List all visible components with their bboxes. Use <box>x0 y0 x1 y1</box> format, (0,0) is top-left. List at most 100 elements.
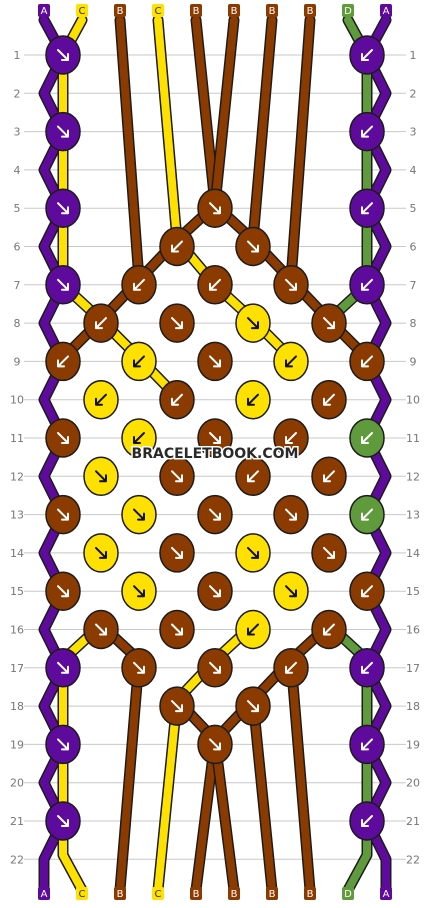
row-label-left: 22 <box>10 853 24 866</box>
svg-text:D: D <box>344 889 352 900</box>
knot <box>197 418 233 458</box>
arrow-down-left-icon <box>361 355 373 368</box>
arrow-down-right-icon <box>133 585 145 598</box>
arrow-down-left-icon <box>171 240 183 253</box>
arrow-down-right-icon <box>95 546 107 559</box>
knot <box>349 265 385 305</box>
row-label-right: 19 <box>406 738 420 751</box>
arrow-down-left-icon <box>133 432 145 444</box>
arrow-down-right-icon <box>247 317 259 330</box>
svg-text:C: C <box>155 6 162 17</box>
knot <box>83 456 119 497</box>
row-label-right: 8 <box>410 317 417 330</box>
knot <box>197 494 233 535</box>
arrow-down-right-icon <box>57 815 69 827</box>
bottom-string-letter: A <box>380 887 392 900</box>
knot <box>45 35 81 75</box>
knot <box>349 494 385 535</box>
top-string-letter: B <box>228 4 240 17</box>
bottom-string-letter: C <box>76 887 88 900</box>
arrow-down-right-icon <box>57 49 69 61</box>
knot <box>45 265 81 305</box>
top-string-letter: D <box>342 4 354 17</box>
arrow-down-right-icon <box>57 278 69 291</box>
knot <box>45 111 81 152</box>
knot <box>121 494 157 535</box>
arrow-down-right-icon <box>323 317 335 330</box>
arrow-down-left-icon <box>323 393 335 406</box>
arrow-down-right-icon <box>133 508 145 521</box>
arrow-down-right-icon <box>285 585 297 598</box>
knot <box>159 686 195 726</box>
svg-text:A: A <box>41 6 48 17</box>
knot <box>235 379 271 420</box>
arrow-down-left-icon <box>247 470 259 483</box>
arrow-down-right-icon <box>57 585 69 598</box>
arrow-down-right-icon <box>209 738 221 751</box>
arrow-down-left-icon <box>361 278 373 291</box>
row-label-left: 6 <box>14 241 21 254</box>
knot <box>235 686 271 726</box>
arrow-down-right-icon <box>57 661 69 674</box>
knot <box>349 111 385 152</box>
svg-text:B: B <box>117 889 124 900</box>
row-label-left: 1 <box>14 49 21 62</box>
bottom-string-letter: B <box>114 887 126 900</box>
arrow-down-right-icon <box>285 278 297 291</box>
row-label-left: 11 <box>10 432 24 445</box>
arrow-down-left-icon <box>57 355 69 368</box>
knot <box>83 303 119 343</box>
knot <box>197 724 233 765</box>
row-label-right: 20 <box>406 777 420 790</box>
knot <box>349 648 385 688</box>
arrow-down-left-icon <box>361 508 373 521</box>
knot <box>45 801 81 841</box>
arrow-down-right-icon <box>95 470 107 483</box>
arrow-down-right-icon <box>323 546 335 559</box>
arrow-down-left-icon <box>171 393 183 406</box>
arrow-down-left-icon <box>361 202 373 215</box>
knot <box>273 265 309 305</box>
knot <box>235 303 271 343</box>
knot <box>235 609 271 650</box>
arrow-down-left-icon <box>323 623 335 636</box>
svg-text:B: B <box>193 889 200 900</box>
bottom-string-letter: A <box>38 887 50 900</box>
thread-strand <box>285 14 373 364</box>
knot <box>311 379 347 420</box>
row-label-right: 10 <box>406 394 420 407</box>
arrow-down-right-icon <box>285 508 297 521</box>
row-label-right: 16 <box>406 624 420 637</box>
row-label-right: 5 <box>410 202 417 215</box>
watermark-text: BRACELETBOOK.COM <box>132 446 299 462</box>
arrow-down-left-icon <box>361 585 373 598</box>
arrow-down-right-icon <box>209 202 221 215</box>
knot-grid <box>45 35 385 841</box>
knot <box>159 303 195 343</box>
row-label-right: 9 <box>410 355 417 368</box>
knot <box>273 494 309 535</box>
arrow-down-left-icon <box>361 661 373 674</box>
knot <box>349 418 385 458</box>
arrow-down-right-icon <box>209 355 221 368</box>
knot <box>159 226 195 267</box>
knot <box>159 379 195 420</box>
knot <box>197 188 233 228</box>
row-label-left: 7 <box>14 279 21 292</box>
thread-strand <box>209 14 297 286</box>
row-label-right: 11 <box>406 432 420 445</box>
thread-strand <box>152 619 259 896</box>
knot <box>159 456 195 497</box>
arrow-down-right-icon <box>209 661 221 674</box>
row-label-left: 10 <box>10 394 24 407</box>
knot <box>349 724 385 765</box>
row-label-right: 7 <box>410 279 417 292</box>
row-label-right: 14 <box>406 547 420 560</box>
row-label-left: 18 <box>10 700 24 713</box>
knot <box>121 418 157 458</box>
arrow-down-left-icon <box>361 125 373 138</box>
knot <box>349 801 385 841</box>
arrow-down-right-icon <box>171 546 183 559</box>
